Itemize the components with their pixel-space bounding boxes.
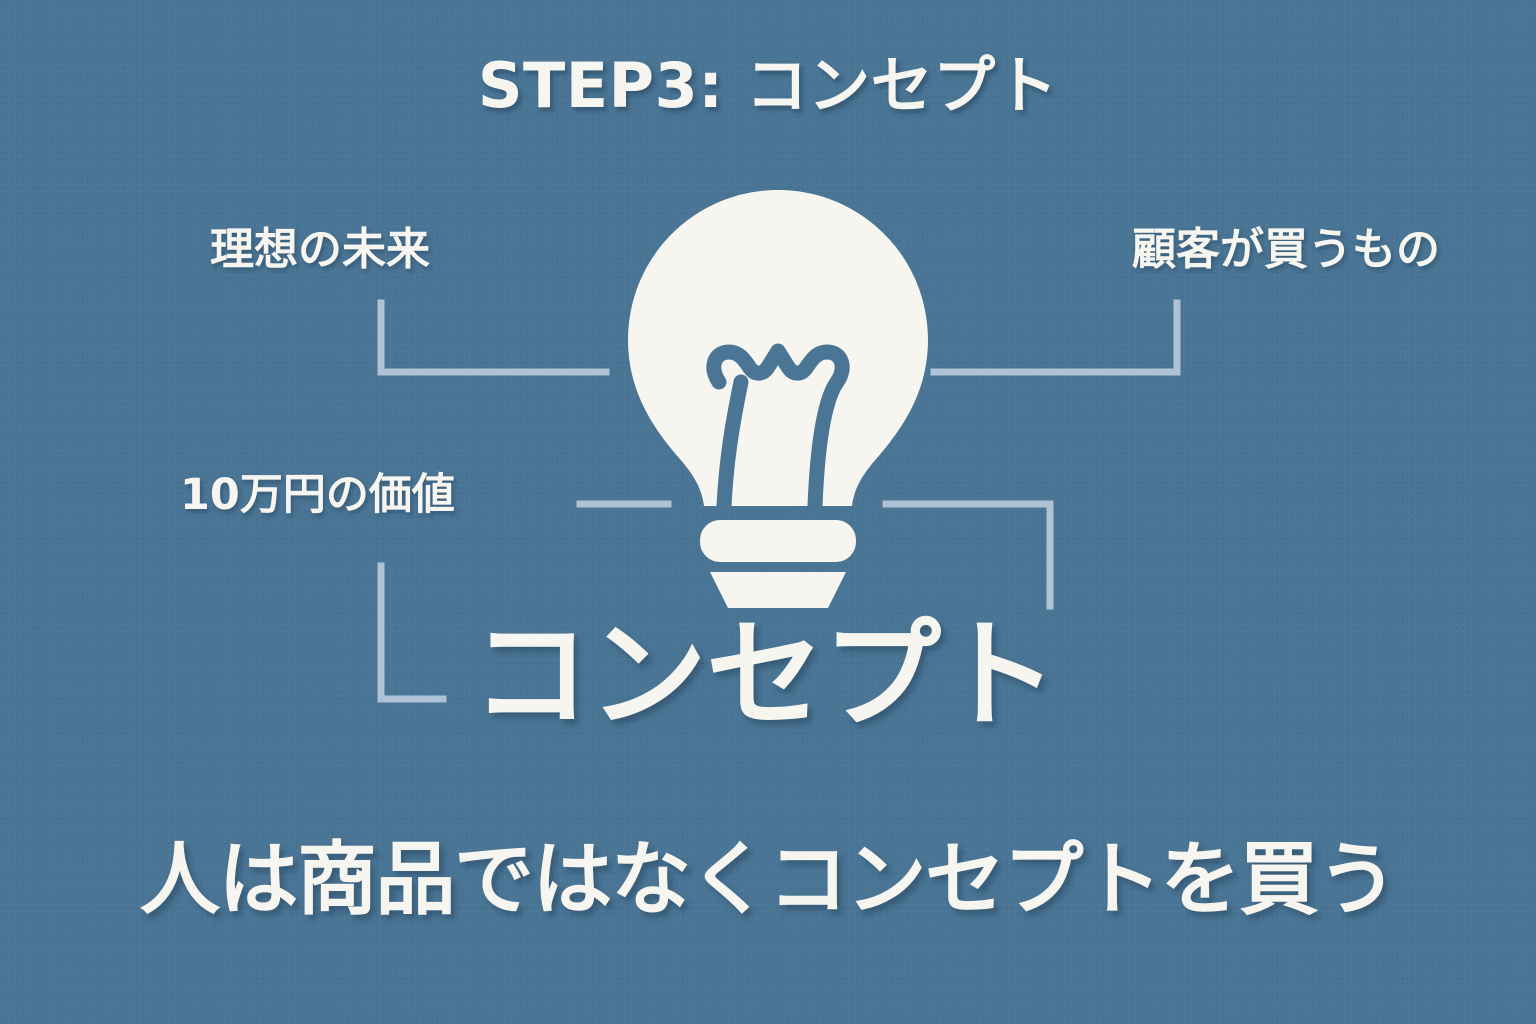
lightbulb-icon [628, 190, 928, 608]
node-label-value-100k: 10万円の価値 [180, 470, 455, 520]
connector-center-left [377, 562, 447, 703]
page-title: STEP3: コンセプト [477, 49, 1059, 122]
bulb-base-band [700, 520, 856, 562]
bulb-base-trapezoid [710, 572, 846, 608]
tagline: 人は商品ではなくコンセプトを買う [140, 833, 1398, 926]
node-label-ideal-future: 理想の未来 [210, 224, 430, 275]
node-label-customer-buys: 顧客が買うもの [1132, 224, 1440, 275]
connector-customer-buys [930, 299, 1181, 376]
bulb-filament [706, 343, 850, 514]
connector-ideal-future [377, 299, 610, 376]
center-keyword: コンセプト [472, 606, 1058, 744]
